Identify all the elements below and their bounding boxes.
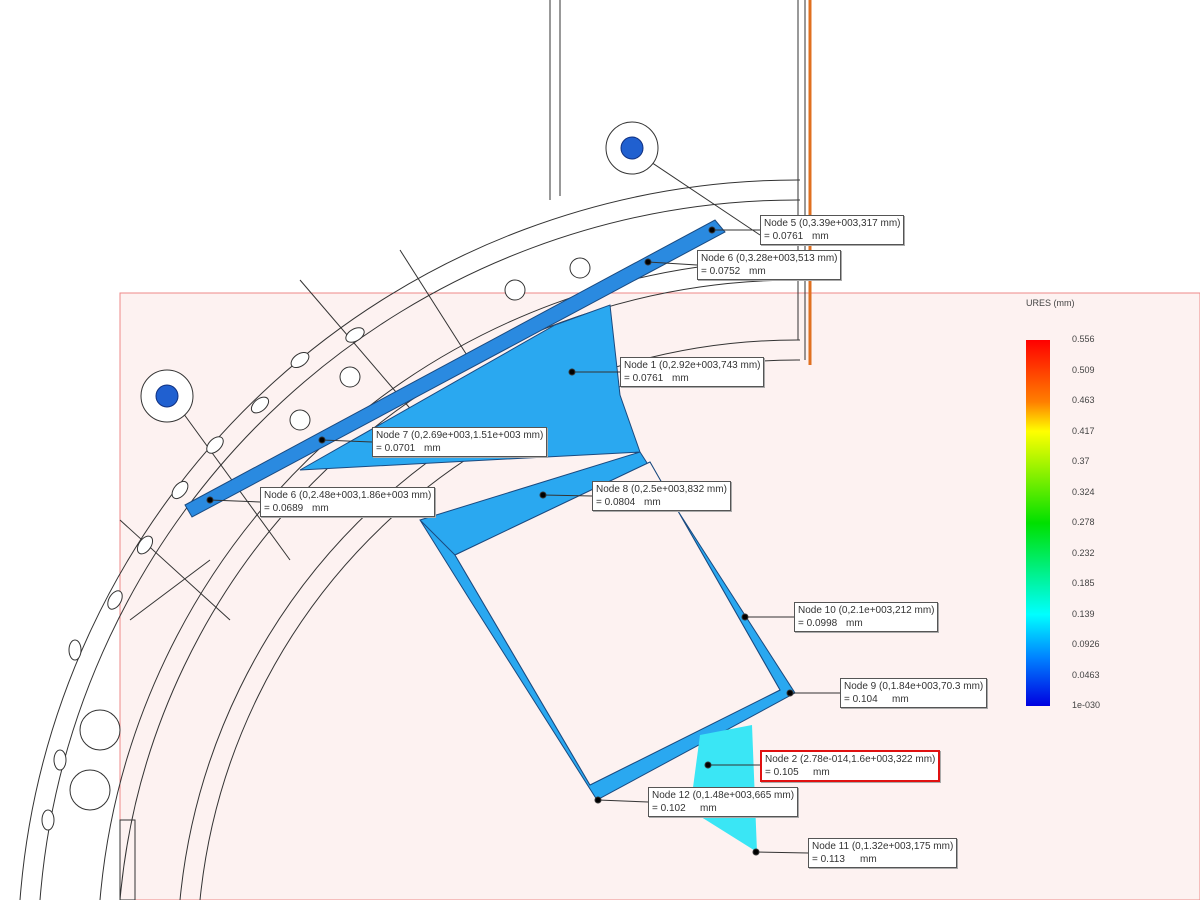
probe-point <box>786 689 794 697</box>
probe-point <box>539 491 547 499</box>
probe-leader <box>755 851 809 854</box>
probe-node: Node 2 (2.78e-014,1.6e+003,322 mm) <box>765 754 936 765</box>
probe-label-node8[interactable]: Node 8 (0,2.5e+003,832 mm) = 0.0804 mm <box>592 481 731 511</box>
probe-point <box>741 613 749 621</box>
probe-unit: mm <box>312 503 329 514</box>
probe-unit: mm <box>700 803 717 814</box>
probe-unit: mm <box>846 618 863 629</box>
probe-label-node9[interactable]: Node 9 (0,1.84e+003,70.3 mm) = 0.104 mm <box>840 678 988 708</box>
probe-label-node12[interactable]: Node 12 (0,1.48e+003,665 mm) = 0.102 mm <box>648 787 799 817</box>
legend-tick: 0.139 <box>1072 608 1095 619</box>
probe-value: = 0.0761 <box>624 373 664 384</box>
legend-color-bar <box>1026 340 1050 706</box>
probe-node: Node 5 (0,3.39e+003,317 mm) <box>764 218 901 229</box>
legend-tick: 0.556 <box>1072 334 1095 344</box>
probe-node: Node 1 (0,2.92e+003,743 mm) <box>624 360 761 371</box>
probe-point <box>752 848 760 856</box>
probe-value: = 0.0998 <box>798 618 838 629</box>
probe-label-node10[interactable]: Node 10 (0,2.1e+003,212 mm) = 0.0998 mm <box>794 602 939 632</box>
legend-tick: 0.37 <box>1072 456 1090 466</box>
probe-unit: mm <box>892 694 909 705</box>
probe-value: = 0.0752 <box>701 266 741 277</box>
probe-unit: mm <box>813 767 830 778</box>
probe-node: Node 7 (0,2.69e+003,1.51e+003 mm) <box>376 430 544 441</box>
probe-node: Node 12 (0,1.48e+003,665 mm) <box>652 790 795 801</box>
legend-tick: 0.0463 <box>1072 669 1100 680</box>
probe-label-node7[interactable]: Node 7 (0,2.69e+003,1.51e+003 mm) = 0.07… <box>372 427 548 457</box>
probe-value: = 0.0701 <box>376 443 416 454</box>
probe-node: Node 6 (0,3.28e+003,513 mm) <box>701 253 838 264</box>
probe-label-node1[interactable]: Node 1 (0,2.92e+003,743 mm) = 0.0761 mm <box>620 357 765 387</box>
probe-node: Node 8 (0,2.5e+003,832 mm) <box>596 484 727 495</box>
probe-leader <box>647 261 698 266</box>
probe-value: = 0.113 <box>812 854 845 865</box>
probe-node: Node 9 (0,1.84e+003,70.3 mm) <box>844 681 984 692</box>
color-legend: URES (mm) 0.556 0.509 0.463 0.417 0.37 0.324 0… <box>1020 298 1120 718</box>
probe-label-node11[interactable]: Node 11 (0,1.32e+003,175 mm) = 0.113 mm <box>808 838 958 868</box>
probe-unit: mm <box>812 231 829 242</box>
probe-node: Node 11 (0,1.32e+003,175 mm) <box>812 841 954 852</box>
probe-value: = 0.0689 <box>264 503 304 514</box>
probe-point <box>644 258 652 266</box>
probe-value: = 0.104 <box>844 694 878 705</box>
bolts <box>140 121 659 423</box>
probe-point <box>568 368 576 376</box>
probe-leader <box>321 439 373 443</box>
probe-value: = 0.102 <box>652 803 686 814</box>
probe-value: = 0.0804 <box>596 497 636 508</box>
legend-tick: 0.185 <box>1072 578 1095 588</box>
probe-label-node6b[interactable]: Node 6 (0,2.48e+003,1.86e+003 mm) = 0.06… <box>260 487 436 517</box>
probe-point <box>708 226 716 234</box>
probe-point <box>206 496 214 504</box>
legend-tick: 0.232 <box>1072 547 1095 558</box>
legend-tick: 0.324 <box>1072 486 1095 497</box>
legend-tick: 0.278 <box>1072 517 1095 527</box>
legend-tick: 0.509 <box>1072 364 1095 375</box>
probe-unit: mm <box>860 854 877 865</box>
probe-value: = 0.105 <box>765 767 799 778</box>
probe-point <box>704 761 712 769</box>
legend-tick: 0.417 <box>1072 425 1095 436</box>
probe-leader <box>542 494 593 497</box>
probe-unit: mm <box>424 443 441 454</box>
probe-value: = 0.0761 <box>764 231 804 242</box>
probe-leaders <box>206 226 840 856</box>
probe-point <box>318 436 326 444</box>
legend-tick: 1e-030 <box>1072 700 1101 710</box>
probe-node: Node 10 (0,2.1e+003,212 mm) <box>798 605 935 616</box>
probe-unit: mm <box>672 373 689 384</box>
probe-unit: mm <box>644 497 661 508</box>
legend-title: URES (mm) <box>1026 298 1075 308</box>
probe-leader <box>597 799 649 803</box>
probe-point <box>594 796 602 804</box>
probe-label-node5[interactable]: Node 5 (0,3.39e+003,317 mm) = 0.0761 mm <box>760 215 905 245</box>
probe-node: Node 6 (0,2.48e+003,1.86e+003 mm) <box>264 490 432 501</box>
probe-label-node6a[interactable]: Node 6 (0,3.28e+003,513 mm) = 0.0752 mm <box>697 250 842 280</box>
probe-leader <box>209 499 261 503</box>
probe-label-node2[interactable]: Node 2 (2.78e-014,1.6e+003,322 mm) = 0.1… <box>760 750 941 782</box>
slots <box>41 257 591 831</box>
legend-tick: 0.0926 <box>1072 639 1100 649</box>
probe-unit: mm <box>749 266 766 277</box>
legend-tick: 0.463 <box>1072 395 1095 405</box>
